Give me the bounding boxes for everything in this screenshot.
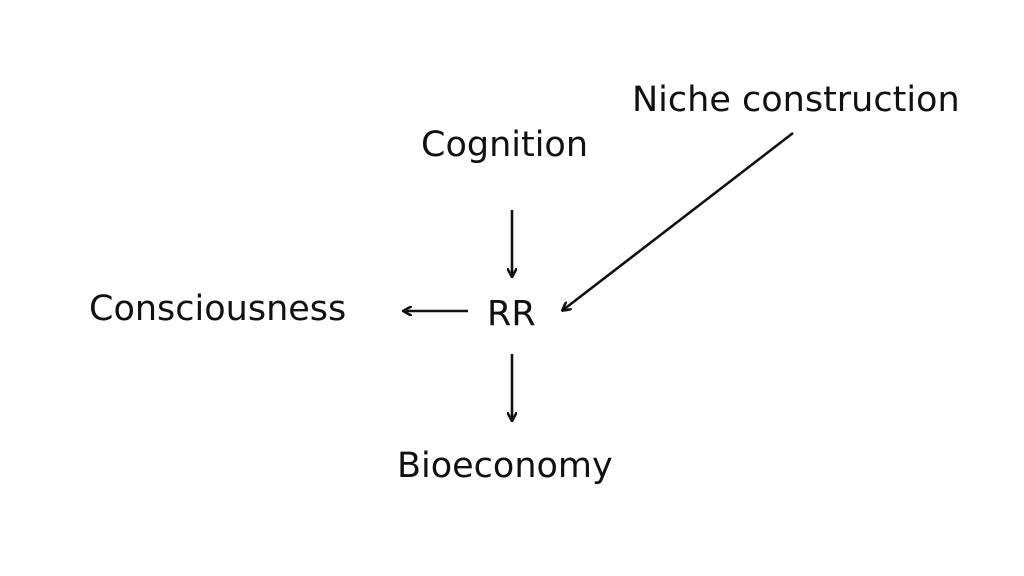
node-rr: RR (487, 294, 536, 334)
node-cognition: Cognition (421, 125, 589, 165)
node-bioeconomy: Bioeconomy (397, 446, 613, 486)
edge-niche-construction-to-rr (563, 131, 794, 310)
node-consciousness: Consciousness (89, 289, 347, 329)
node-niche-construction: Niche construction (632, 80, 960, 120)
